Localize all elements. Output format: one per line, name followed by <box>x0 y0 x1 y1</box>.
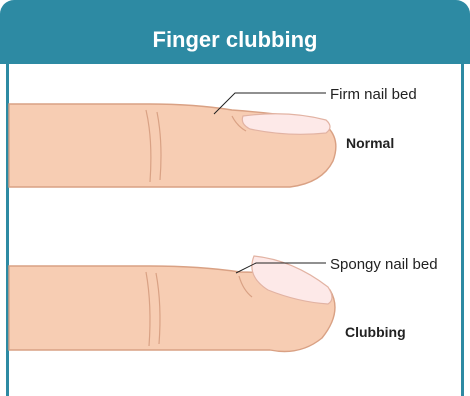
clubbing-label: Clubbing <box>345 324 406 340</box>
firm-nail-bed-label: Firm nail bed <box>330 86 417 103</box>
normal-finger <box>9 104 336 187</box>
clubbed-finger <box>9 256 335 352</box>
spongy-nail-bed-label: Spongy nail bed <box>330 256 438 273</box>
normal-label: Normal <box>346 135 394 151</box>
